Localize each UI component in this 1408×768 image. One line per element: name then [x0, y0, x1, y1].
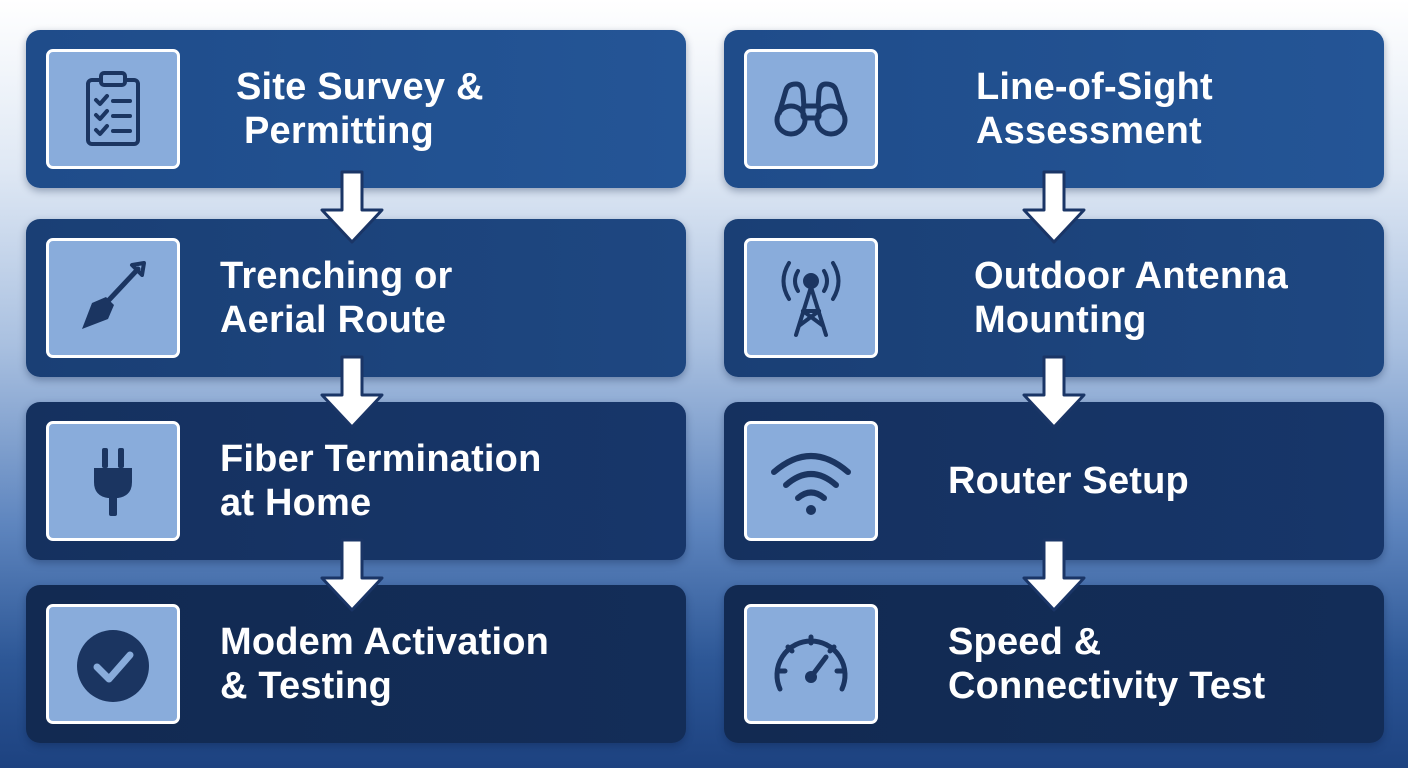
arrow-down-icon [1022, 355, 1086, 429]
flow-arrow [1020, 355, 1088, 431]
step-card-speed-test: Speed & Connectivity Test [724, 585, 1384, 743]
antenna-tower-icon [781, 261, 841, 337]
icon-tile [46, 604, 180, 724]
plug-icon [94, 448, 132, 516]
step-label: Fiber Termination at Home [220, 402, 666, 560]
step-label-line1: Site Survey & [236, 66, 484, 108]
step-label-line2: Permitting [244, 110, 434, 152]
step-label: Line-of-Sight Assessment [976, 30, 1364, 188]
arrow-down-icon [1022, 538, 1086, 612]
flow-arrow [318, 170, 386, 246]
step-label: Outdoor Antenna Mounting [974, 219, 1364, 377]
step-label-line1: Fiber Termination [220, 438, 542, 480]
shovel-icon [82, 261, 146, 329]
step-card-fiber-termination: Fiber Termination at Home [26, 402, 686, 560]
icon-tile [744, 238, 878, 358]
step-card-modem-activation: Modem Activation & Testing [26, 585, 686, 743]
checkmark-circle-icon [77, 630, 149, 702]
step-label: Modem Activation & Testing [220, 585, 666, 743]
wifi-icon [771, 453, 851, 515]
step-label-line2: Assessment [976, 110, 1202, 152]
step-card-site-survey: Site Survey & Permitting [26, 30, 686, 188]
step-label-line2: at Home [220, 482, 372, 524]
step-label-line2: Connectivity Test [948, 665, 1266, 707]
step-label: Router Setup [948, 402, 1364, 560]
step-label-line2: Mounting [974, 299, 1147, 341]
step-label-line1: Modem Activation [220, 621, 550, 663]
speedometer-icon [774, 634, 848, 692]
step-card-line-of-sight: Line-of-Sight Assessment [724, 30, 1384, 188]
arrow-down-icon [320, 170, 384, 244]
icon-tile [744, 49, 878, 169]
step-card-antenna-mounting: Outdoor Antenna Mounting [724, 219, 1384, 377]
icon-tile [46, 49, 180, 169]
step-label-line1: Trenching or [220, 255, 453, 297]
flow-arrow [318, 355, 386, 431]
step-label: Trenching or Aerial Route [220, 219, 666, 377]
icon-tile [46, 238, 180, 358]
step-label-line1: Outdoor Antenna [974, 255, 1288, 297]
icon-tile [46, 421, 180, 541]
flow-arrow [1020, 538, 1088, 614]
step-label-line2: & Testing [220, 665, 393, 707]
step-label-line1: Speed & [948, 621, 1102, 663]
step-label-line1: Line-of-Sight [976, 66, 1213, 108]
icon-tile [744, 421, 878, 541]
flow-arrow [1020, 170, 1088, 246]
binoculars-icon [774, 81, 848, 137]
icon-tile [744, 604, 878, 724]
arrow-down-icon [320, 538, 384, 612]
arrow-down-icon [1022, 170, 1086, 244]
step-label-line2: Aerial Route [220, 299, 447, 341]
step-label: Speed & Connectivity Test [948, 585, 1364, 743]
step-label: Site Survey & Permitting [236, 30, 666, 188]
clipboard-checklist-icon [86, 71, 140, 146]
step-card-trenching: Trenching or Aerial Route [26, 219, 686, 377]
flow-arrow [318, 538, 386, 614]
arrow-down-icon [320, 355, 384, 429]
step-label-line1: Router Setup [948, 460, 1189, 502]
